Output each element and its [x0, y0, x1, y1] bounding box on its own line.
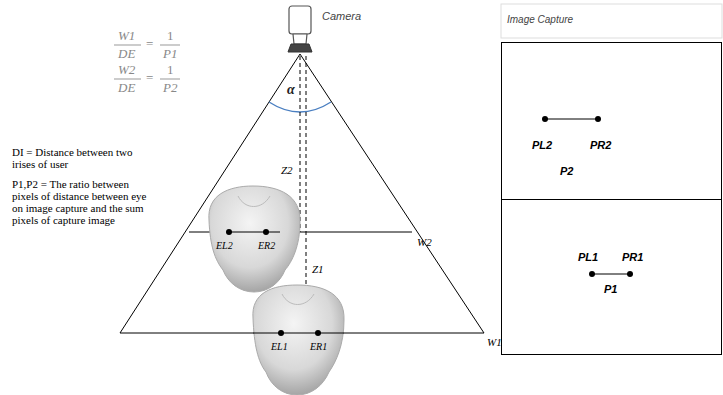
formula-sign: = [146, 37, 153, 51]
distance-line [300, 56, 301, 232]
eye-point [226, 229, 232, 235]
eye-point [315, 330, 321, 336]
formula-term: DE [118, 47, 135, 61]
pixel-label: P2 [560, 165, 573, 177]
fraction-bar [114, 45, 141, 46]
pixel-point [589, 271, 595, 277]
pixel-point [595, 116, 601, 122]
pixel-label: PR2 [590, 139, 611, 151]
formula-term: DE [118, 81, 135, 95]
width-label: W2 [417, 236, 432, 248]
capture-panel: PL2 PR2P2 [501, 42, 722, 200]
eye-label: EL1 [271, 341, 288, 352]
pixel-distance-line [592, 274, 630, 275]
head-shading [238, 196, 270, 207]
definition-note: DI = Distance between two irises of user [12, 146, 152, 170]
formula-term: P1 [163, 47, 177, 61]
formula-term: 1 [167, 63, 174, 77]
formula-term: W2 [118, 63, 135, 77]
camera-body [289, 6, 311, 34]
head [209, 186, 300, 292]
header-box [501, 4, 722, 38]
width-label: W1 [487, 336, 502, 348]
distance-label: Z1 [312, 263, 324, 275]
eye-label: EL2 [216, 240, 233, 251]
pixel-label: PL1 [578, 251, 598, 263]
pixel-point [627, 271, 633, 277]
panel-title: Image Capture [507, 14, 573, 25]
definition-note: P1,P2 = The ratio between pixels of dist… [12, 178, 152, 226]
pixel-point [542, 116, 548, 122]
formula-term: W1 [118, 29, 135, 43]
camera-label: Camera [322, 10, 361, 22]
eye-label: ER2 [258, 240, 275, 251]
capture-panel: PL1 PR1P1 [501, 199, 722, 355]
pixel-label: PL2 [532, 139, 552, 151]
camera-neck [293, 34, 307, 44]
head-shading [282, 294, 314, 305]
fraction-bar [160, 45, 180, 46]
head [253, 285, 344, 395]
distance-label: Z2 [281, 164, 293, 176]
width-line [253, 333, 344, 334]
pixel-label: PR1 [622, 251, 643, 263]
eye-point [278, 330, 284, 336]
width-line [228, 232, 280, 233]
camera-lens [288, 44, 312, 52]
pixel-distance-line [545, 119, 598, 120]
eye-label: ER1 [310, 341, 327, 352]
eye-point [263, 229, 269, 235]
fraction-bar [160, 79, 180, 80]
angle-label: α [287, 82, 295, 97]
pixel-label: P1 [604, 283, 617, 295]
formula-term: P2 [163, 81, 177, 95]
formula-term: 1 [167, 29, 174, 43]
formula-sign: = [146, 71, 153, 85]
fraction-bar [114, 79, 141, 80]
